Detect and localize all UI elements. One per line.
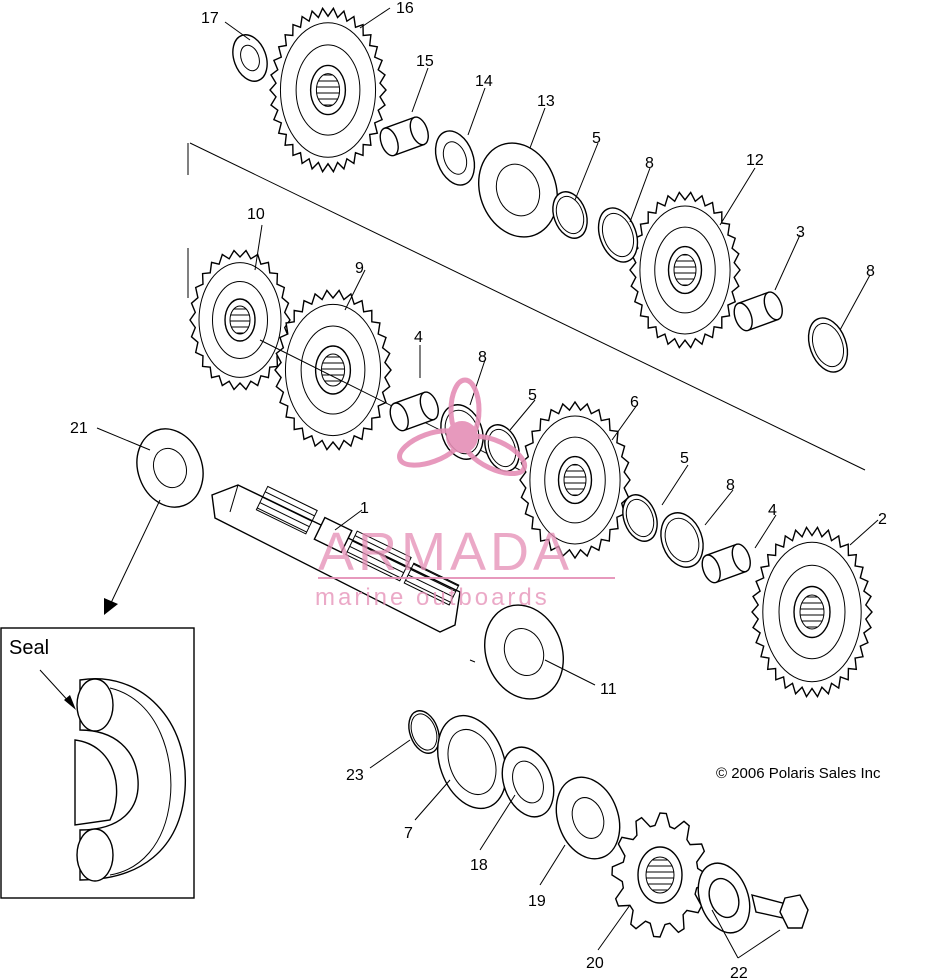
callout-19: 19 [528,893,546,910]
copyright-text: © 2006 Polaris Sales Inc [716,765,881,782]
callout-9: 9 [355,260,364,277]
callout-5-3: 5 [680,450,689,467]
seal-label: Seal [9,637,49,659]
callout-5-2: 5 [528,387,537,404]
bearing-18 [501,746,555,818]
callout-13: 13 [537,93,555,110]
watermark-tagline: marine outboards [315,584,550,611]
callout-12: 12 [746,152,764,169]
gear-16 [269,6,387,174]
callout-5: 5 [592,130,601,147]
gear-10 [189,249,291,391]
callout-labels: 1234455567888891011121314151617181920212… [70,0,887,979]
watermark-logo: ARMADA marine outboards [315,377,615,611]
sprocket [611,812,709,938]
callout-20: 20 [586,955,604,972]
callout-18: 18 [470,857,488,874]
callout-10: 10 [247,206,265,223]
ring-23 [408,710,440,754]
bolt [697,862,809,934]
leader-lines [96,7,879,959]
bearing-11 [483,604,565,700]
callout-15: 15 [416,53,434,70]
callout-4-2: 4 [768,502,777,519]
ring-8-low [660,512,704,568]
bearing-15 [379,116,429,157]
callout-21: 21 [70,420,88,437]
callout-3: 3 [796,224,805,241]
callout-6: 6 [630,394,639,411]
seal-arrow [104,499,161,615]
axis-line-upper [189,142,866,471]
callout-16: 16 [396,0,414,17]
watermark-brand: ARMADA [318,522,573,582]
ring-5-mid [484,424,520,472]
callout-8-4: 8 [866,263,875,280]
bearing-21 [136,428,204,508]
bearing-3 [733,291,783,332]
main-shaft [211,484,461,633]
gear-6 [519,400,631,560]
washer-17 [232,34,268,82]
callout-23: 23 [346,767,364,784]
callout-22: 22 [730,965,748,979]
callout-8-2: 8 [478,349,487,366]
ring-5-top [552,191,588,239]
callout-14: 14 [475,73,493,90]
callout-8: 8 [645,155,654,172]
gear-12 [629,191,741,349]
seal-7 [437,714,507,810]
callout-2: 2 [878,511,887,528]
callout-17: 17 [201,10,219,27]
callout-7: 7 [404,825,413,842]
seal-inset: Seal [0,627,195,899]
ring-5-low [622,494,658,542]
gear-group [189,6,873,699]
callout-8-3: 8 [726,477,735,494]
callout-1: 1 [360,500,369,517]
washer-19 [555,776,621,860]
small-parts [136,34,849,860]
washer-14 [434,130,476,186]
callout-4: 4 [414,329,423,346]
bearing-4-low [701,543,751,584]
ring-8-right [807,317,849,373]
gear-2 [751,525,873,699]
hub-13 [477,142,559,238]
callout-11: 11 [600,681,617,698]
bearing-4-mid [389,391,439,432]
ring-8-top [597,207,639,263]
gear-9 [274,289,392,451]
